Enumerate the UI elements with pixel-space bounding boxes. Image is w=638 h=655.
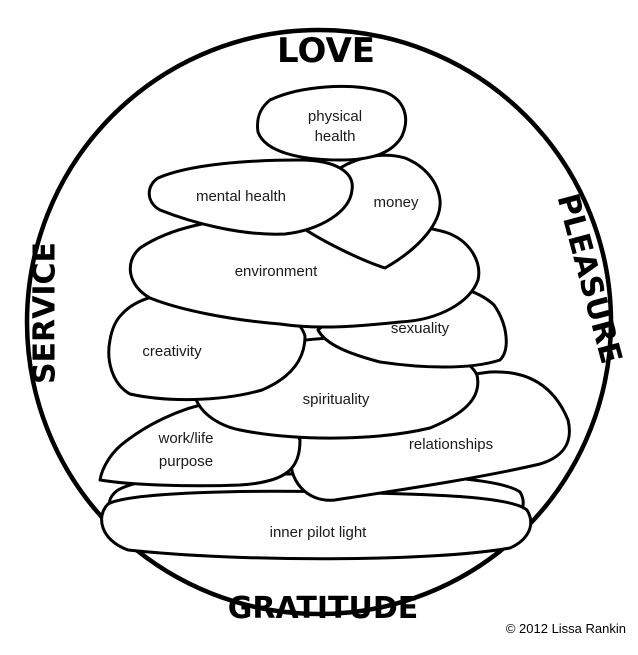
label-relationships: relationships bbox=[409, 436, 493, 453]
label-sexuality: sexuality bbox=[391, 320, 450, 337]
stone-physical-health bbox=[256, 84, 408, 162]
virtue-love: LOVE bbox=[277, 31, 375, 71]
label-spirituality: spirituality bbox=[303, 391, 370, 408]
stone-inner-pilot-light bbox=[100, 489, 533, 561]
label-inner-pilot-light: inner pilot light bbox=[270, 524, 368, 541]
virtue-gratitude: GRATITUDE bbox=[228, 591, 418, 626]
virtue-service: SERVICE bbox=[28, 242, 63, 384]
outer-circle bbox=[24, 27, 614, 617]
label-physical-health-line1: physical bbox=[308, 108, 362, 125]
label-work-life-line1: work/life bbox=[157, 430, 213, 447]
label-environment: environment bbox=[235, 263, 318, 280]
label-mental-health: mental health bbox=[196, 188, 286, 205]
stone-mental-health bbox=[147, 158, 354, 236]
label-work-life-line2: purpose bbox=[159, 453, 213, 470]
copyright-notice: © 2012 Lissa Rankin bbox=[505, 621, 626, 636]
virtue-pleasure: PLEASURE bbox=[549, 190, 628, 367]
label-physical-health-line2: health bbox=[315, 128, 356, 145]
label-creativity: creativity bbox=[142, 343, 202, 360]
label-money: money bbox=[373, 194, 419, 211]
